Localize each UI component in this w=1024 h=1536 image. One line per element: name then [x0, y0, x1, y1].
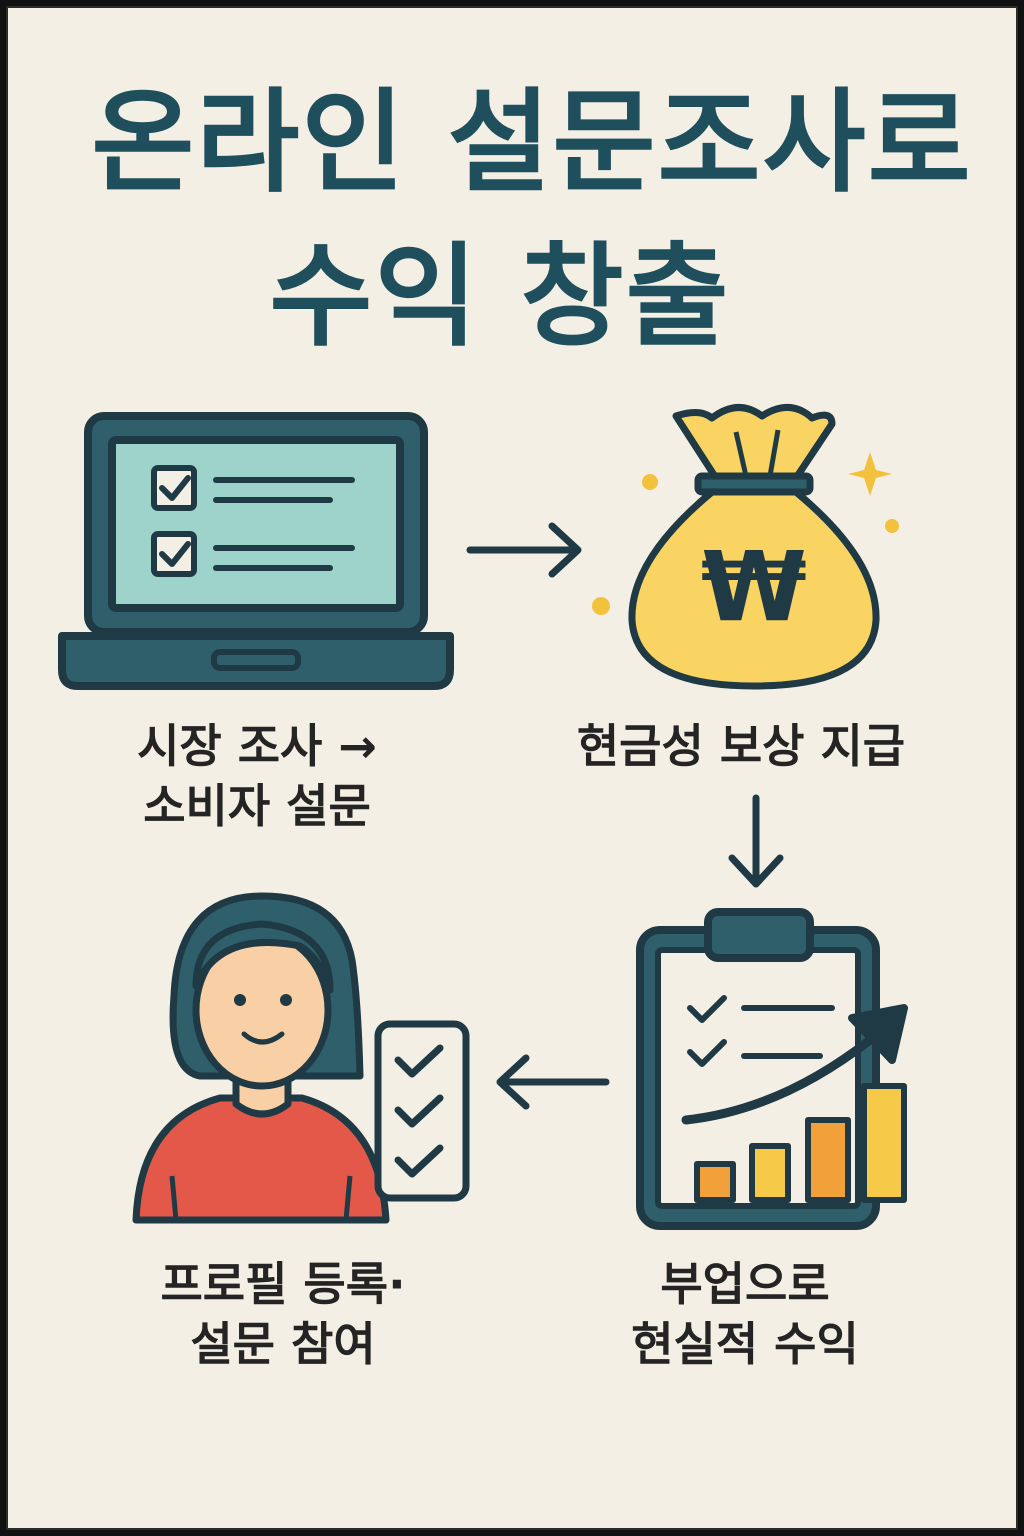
- step-3-caption: 부업으로 현실적 수익: [580, 1254, 910, 1374]
- title-line-1: 온라인 설문조사로: [91, 78, 973, 208]
- step-4-line-2: 설문 참여: [190, 1317, 376, 1371]
- step-1-line-1: 시장 조사 →: [137, 719, 377, 773]
- step-2-caption: 현금성 보상 지급: [556, 716, 926, 776]
- arrow-down-icon: [728, 794, 784, 888]
- step-3-line-2: 현실적 수익: [631, 1317, 859, 1371]
- won-money-bag-icon: [628, 404, 880, 690]
- laptop-survey-icon: [58, 412, 454, 690]
- title-line-2: 수익 창출: [269, 232, 731, 362]
- clipboard-growth-chart-icon: [636, 908, 908, 1230]
- poster-background: [6, 6, 1018, 1530]
- step-4-caption: 프로필 등록· 설문 참여: [108, 1254, 458, 1374]
- sparkle-icon: [592, 452, 899, 615]
- step-1-line-2: 소비자 설문: [143, 779, 371, 833]
- arrow-left-icon: [496, 1054, 610, 1110]
- arrow-right-icon: [466, 522, 582, 578]
- step-2-line-1: 현금성 보상 지급: [576, 719, 906, 773]
- step-4-line-1: 프로필 등록·: [160, 1257, 406, 1311]
- step-3-line-1: 부업으로: [660, 1257, 830, 1311]
- person-with-checklist-icon: [132, 892, 470, 1224]
- won-symbol: ₩: [701, 531, 807, 643]
- step-1-caption: 시장 조사 → 소비자 설문: [92, 716, 422, 836]
